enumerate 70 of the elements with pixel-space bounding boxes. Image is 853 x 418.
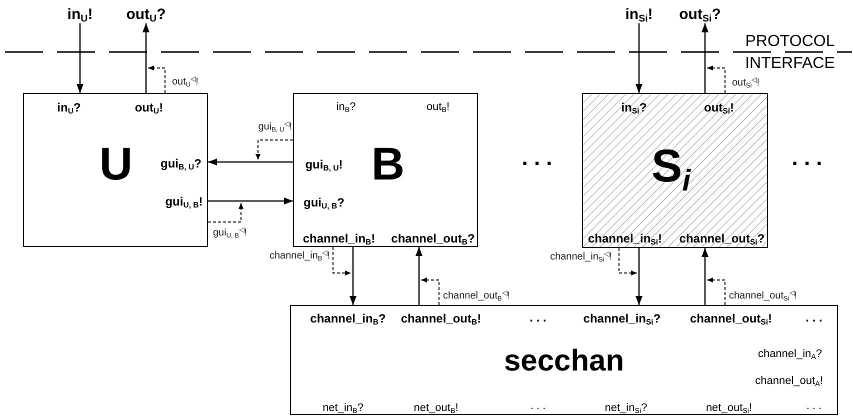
port-label: channel_in$_{Si}$! bbox=[588, 232, 662, 246]
port-label: . . . bbox=[806, 311, 822, 325]
port-label: . . . bbox=[530, 400, 546, 412]
signal-label: out$_{Si}$? bbox=[679, 6, 721, 24]
component-title: B bbox=[371, 138, 405, 190]
port-label: out$_{B}$! bbox=[426, 100, 450, 114]
dashed-arrow bbox=[706, 66, 726, 94]
port-label: channel_out$_{Si}$? bbox=[679, 232, 765, 246]
port-label: channel_out$_{Si}$! bbox=[690, 312, 772, 326]
edge-label: out$_{Si}$$^{◁}$! bbox=[732, 78, 760, 88]
port-label: out$_{U}$! bbox=[134, 101, 164, 115]
arrow bbox=[350, 247, 356, 305]
arrow bbox=[208, 158, 293, 166]
component-box bbox=[23, 93, 208, 247]
edge-label: gui$_{B, U}$$^{◁}$! bbox=[258, 122, 292, 132]
component-title: S$_{i}$ bbox=[652, 140, 690, 192]
port-label: out$_{Si}$! bbox=[704, 101, 734, 115]
arrow bbox=[142, 23, 150, 93]
port-label: channel_out$_{B}$? bbox=[391, 232, 475, 246]
port-label: gui$_{U, B}$! bbox=[165, 195, 203, 209]
edge-label: gui$_{U, B}$$^{◁}$! bbox=[213, 228, 247, 238]
ellipsis: . . . bbox=[522, 145, 552, 171]
port-label: net_in$_{B}$? bbox=[322, 402, 364, 414]
dashed-arrow bbox=[256, 140, 294, 160]
port-label: channel_out$_{B}$! bbox=[400, 312, 482, 326]
port-label: channel_in$_{Si}$? bbox=[583, 312, 661, 326]
port-label: . . . bbox=[806, 400, 822, 412]
port-label: gui$_{U, B}$? bbox=[304, 196, 344, 210]
edge-label: channel_out$_{Si}$$^{◁}$! bbox=[729, 290, 798, 302]
edge-label: channel_out$_{B}$$^{◁}$! bbox=[443, 290, 510, 302]
dashed-arrow bbox=[706, 278, 726, 306]
port-label: net_in$_{Si}$? bbox=[604, 402, 648, 414]
port-label: net_out$_{Si}$! bbox=[706, 402, 752, 414]
port-label: gui$_{B, U}$? bbox=[160, 157, 202, 171]
arrow bbox=[76, 23, 84, 93]
interface-label: INTERFACE bbox=[745, 55, 835, 73]
signal-label: in$_{U}$! bbox=[67, 6, 93, 24]
dashed-arrow bbox=[208, 202, 244, 222]
arrow bbox=[702, 248, 708, 305]
port-label: channel_in$_{B}$! bbox=[302, 232, 376, 246]
arrow bbox=[702, 23, 708, 93]
arrow bbox=[208, 198, 293, 204]
dashed-arrow bbox=[332, 246, 352, 276]
arrow bbox=[416, 247, 422, 305]
port-label: channel_out$_{A}$! bbox=[755, 374, 823, 388]
dashed-arrow bbox=[148, 66, 166, 94]
port-label: in$_{U}$? bbox=[57, 101, 81, 115]
component-box bbox=[293, 93, 478, 247]
arrow bbox=[636, 23, 642, 93]
signal-label: out$_{U}$? bbox=[126, 6, 166, 24]
edge-label: channel_in$_{B}$$^{◁}$! bbox=[270, 250, 330, 262]
port-label: gui$_{B, U}$! bbox=[305, 158, 343, 172]
component-box bbox=[290, 305, 838, 415]
port-label: net_out$_{B}$! bbox=[414, 402, 458, 414]
port-label: channel_in$_{B}$? bbox=[310, 312, 386, 326]
dashed-arrow bbox=[420, 278, 440, 306]
port-label: in$_{Si}$? bbox=[621, 101, 647, 115]
ellipsis: . . . bbox=[792, 145, 822, 171]
component-box bbox=[582, 93, 768, 248]
port-label: channel_in$_{A}$? bbox=[758, 348, 822, 360]
dashed-arrow bbox=[618, 248, 638, 276]
edge-label: out$_{U}$$^{◁}$! bbox=[172, 76, 198, 88]
port-label: in$_{B}$? bbox=[336, 100, 356, 114]
signal-label: in$_{Si}$! bbox=[625, 6, 653, 24]
component-title: secchan bbox=[504, 344, 624, 378]
arrow bbox=[636, 248, 642, 305]
protocol-label: PROTOCOL bbox=[745, 33, 835, 51]
edge-label: channel_in$_{Si}$$^{◁}$! bbox=[550, 252, 612, 262]
component-title: U bbox=[99, 138, 133, 190]
port-label: . . . bbox=[530, 311, 546, 325]
